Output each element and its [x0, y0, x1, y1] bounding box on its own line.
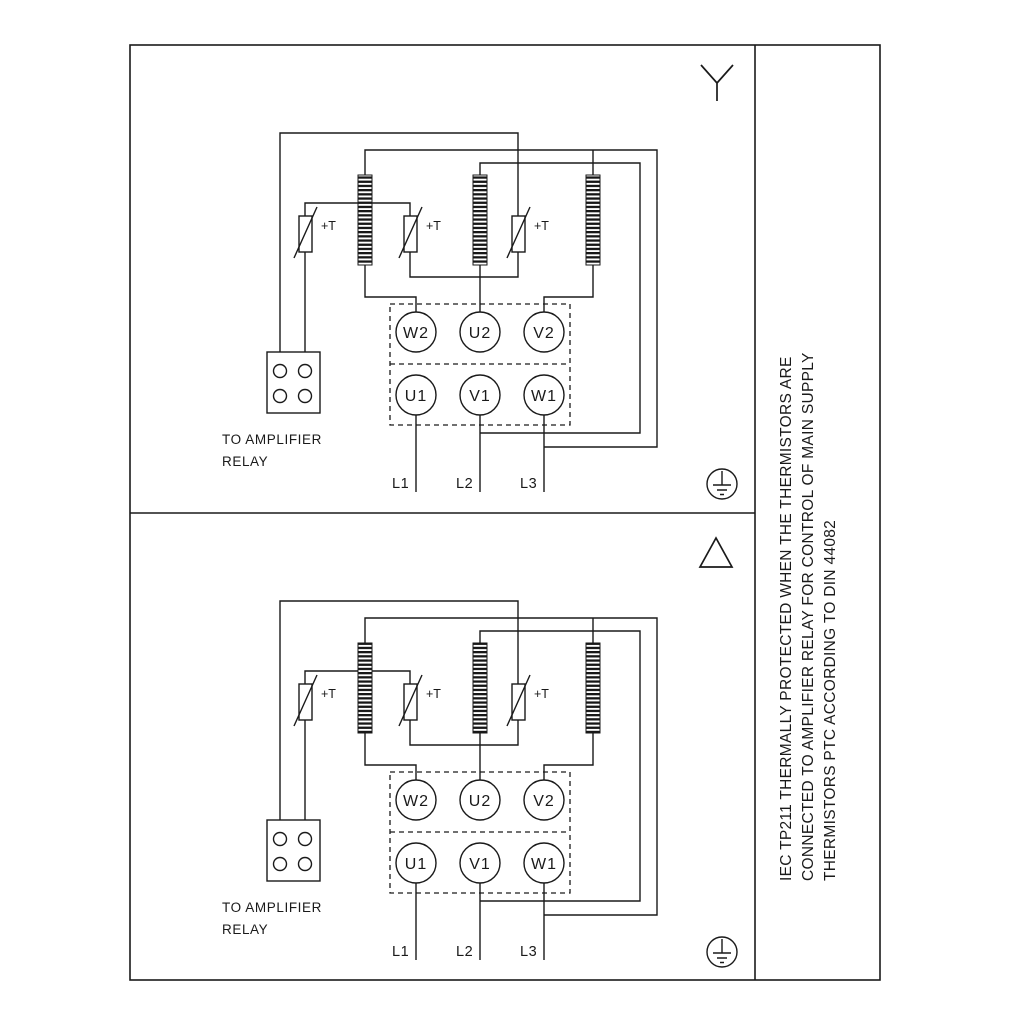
relay-terminal	[272, 388, 288, 404]
relay-connector-box	[266, 819, 321, 882]
terminal-w1	[523, 374, 565, 416]
terminal-label-v2: V2	[533, 325, 555, 342]
terminal-label-w1: W1	[531, 856, 557, 873]
thermistors	[293, 206, 531, 259]
terminal-label-v2: V2	[533, 793, 555, 810]
earth-ground-circle	[706, 936, 738, 968]
thermistor-3-stroke	[506, 674, 531, 727]
thermistor-3-label: +T	[534, 687, 549, 701]
terminal-w2	[395, 779, 437, 821]
thermistors	[293, 674, 531, 727]
terminal-u1	[395, 374, 437, 416]
supply-label-l1: L1	[392, 944, 409, 960]
motor-winding-2	[472, 642, 488, 734]
supply-label-l1: L1	[392, 476, 409, 492]
thermistor-2-stroke	[398, 206, 423, 259]
thermistor-1-label: +T	[321, 219, 336, 233]
delta-symbol-icon	[698, 536, 734, 568]
side-note: IEC TP211 THERMALLY PROTECTED WHEN THE T…	[778, 352, 839, 881]
terminal-label-w2: W2	[403, 325, 429, 342]
terminal-label-u1: U1	[405, 388, 427, 405]
terminal-v2	[523, 311, 565, 353]
terminal-v2	[523, 779, 565, 821]
relay-terminal	[272, 831, 288, 847]
terminal-w1	[523, 842, 565, 884]
earth-ground-bars	[713, 471, 731, 496]
relay-connector	[266, 351, 321, 414]
thermistor-1-stroke	[293, 206, 318, 259]
earth-ground-icon	[706, 936, 738, 968]
terminal-u2	[459, 779, 501, 821]
relay-caption-line2: RELAY	[222, 922, 268, 937]
supply-label-l2: L2	[456, 944, 473, 960]
terminal-label-u2: U2	[469, 793, 491, 810]
motor-winding-1	[357, 642, 373, 734]
star-symbol-icon	[700, 64, 734, 101]
supply-label-l3: L3	[520, 944, 537, 960]
terminal-label-v1: V1	[469, 388, 491, 405]
wiring	[279, 600, 658, 960]
supply-label-l2: L2	[456, 476, 473, 492]
relay-terminal	[297, 831, 313, 847]
motor-windings	[357, 642, 601, 734]
terminal-labels: W2 U2 V2 U1 V1 W1	[403, 793, 557, 873]
thermistor-1-label: +T	[321, 687, 336, 701]
motor-winding-2	[472, 174, 488, 266]
relay-caption-line1: TO AMPLIFIER	[222, 900, 322, 915]
earth-ground-bars	[713, 939, 731, 964]
terminals	[395, 779, 565, 884]
terminal-label-u2: U2	[469, 325, 491, 342]
frame	[129, 44, 881, 981]
motor-winding-1	[357, 174, 373, 266]
thermistor-3-stroke	[506, 206, 531, 259]
terminal-v1	[459, 842, 501, 884]
terminal-label-u1: U1	[405, 856, 427, 873]
relay-terminal	[297, 388, 313, 404]
winding1-top-wire	[364, 617, 658, 916]
relay-terminal	[272, 363, 288, 379]
relay-connector-box	[266, 351, 321, 414]
relay-caption-line2: RELAY	[222, 454, 268, 469]
thermistor-2-label: +T	[426, 687, 441, 701]
terminal-v1	[459, 374, 501, 416]
winding2-top-wire	[479, 162, 641, 434]
terminal-label-w1: W1	[531, 388, 557, 405]
earth-ground-icon	[706, 468, 738, 500]
relay-terminal	[297, 363, 313, 379]
terminal-labels: W2 U2 V2 U1 V1 W1	[403, 325, 557, 405]
terminal-label-v1: V1	[469, 856, 491, 873]
terminals	[395, 311, 565, 416]
motor-windings	[357, 174, 601, 266]
thermistor-2-stroke	[398, 674, 423, 727]
thermistor-3-label: +T	[534, 219, 549, 233]
terminal-w2	[395, 311, 437, 353]
terminal-board-outline	[389, 771, 571, 894]
motor-winding-3	[585, 174, 601, 266]
relay-terminal	[272, 856, 288, 872]
terminal-u1	[395, 842, 437, 884]
relay-caption-line1: TO AMPLIFIER	[222, 432, 322, 447]
thermistor-2-label: +T	[426, 219, 441, 233]
terminal-board-outline	[389, 303, 571, 426]
winding2-top-wire	[479, 630, 641, 902]
side-note-line1: IEC TP211 THERMALLY PROTECTED WHEN THE T…	[778, 356, 795, 881]
side-note-line3: THERMISTORS PTC ACCORDING TO DIN 44082	[822, 520, 839, 881]
star-connection-panel: +T +T +T W2 U2 V2 U1 V1 W1 L1 L2 L3	[222, 64, 738, 500]
supply-label-l3: L3	[520, 476, 537, 492]
relay-connector	[266, 819, 321, 882]
thermistor-1-stroke	[293, 674, 318, 727]
earth-ground-circle	[706, 468, 738, 500]
terminal-label-w2: W2	[403, 793, 429, 810]
thermistor-chain-wire	[279, 600, 519, 820]
side-note-line2: CONNECTED TO AMPLIFIER RELAY FOR CONTROL…	[800, 352, 817, 881]
thermistor-chain-wire	[279, 132, 519, 352]
terminal-u2	[459, 311, 501, 353]
motor-winding-3	[585, 642, 601, 734]
delta-connection-panel: +T +T +T W2 U2 V2 U1 V1 W1 L1 L2 L3	[222, 536, 738, 968]
winding1-top-wire	[364, 149, 658, 448]
relay-terminal	[297, 856, 313, 872]
